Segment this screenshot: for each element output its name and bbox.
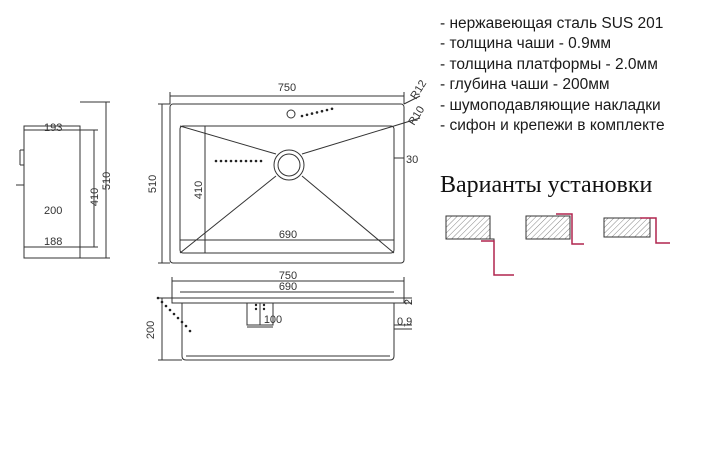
top-dim-30: 30	[406, 154, 418, 166]
spec-item: - толщина чаши - 0.9мм	[440, 35, 612, 53]
front-dim-200: 200	[145, 321, 157, 339]
front-platform	[171, 297, 405, 304]
sink-bowl-outline	[179, 125, 395, 254]
front-dim-690: 690	[279, 281, 297, 293]
side-dim-410: 410	[89, 188, 101, 206]
drain-inner-circle	[277, 153, 301, 177]
install-variant-1-sink-profile	[481, 240, 514, 276]
install-variant-2-sink-profile	[556, 213, 584, 245]
side-view-body	[23, 125, 81, 259]
install-variant-3-sink-profile	[640, 217, 670, 244]
front-dim-0-9: 0,9	[397, 316, 412, 328]
spec-list: - нержавеющая сталь SUS 201 - толщина ча…	[440, 14, 665, 136]
spec-item: - нержавеющая сталь SUS 201	[440, 15, 664, 32]
front-bowl	[181, 303, 395, 361]
top-view	[158, 92, 421, 264]
side-dim-510: 510	[101, 172, 113, 190]
side-dim-200: 200	[44, 205, 62, 217]
top-radius-r12: R12	[408, 78, 429, 101]
front-view-dots	[156, 296, 266, 333]
front-dim-100: 100	[264, 314, 282, 326]
top-dim-690: 690	[279, 229, 297, 241]
top-radius-r10: R10	[406, 104, 427, 127]
front-dim-2: 2	[403, 299, 415, 305]
spec-item: - сифон и крепежи в комплекте	[440, 117, 665, 135]
install-variant-2	[525, 213, 584, 245]
front-dim-750: 750	[279, 270, 297, 282]
top-dim-750: 750	[278, 82, 296, 94]
top-dim-410: 410	[193, 181, 205, 199]
drain-outer-circle	[273, 149, 305, 181]
install-variant-3	[603, 217, 670, 244]
front-view	[158, 277, 412, 361]
install-variant-1	[445, 215, 514, 276]
spec-item: - толщина платформы - 2.0мм	[440, 55, 658, 73]
top-dim-510: 510	[147, 175, 159, 193]
side-dim-188: 188	[44, 236, 62, 248]
faucet-hole	[286, 109, 296, 119]
sink-platform-outline	[169, 103, 405, 264]
side-dim-193: 193	[44, 122, 62, 134]
install-variants-title: Варианты установки	[440, 172, 653, 198]
spec-item: - шумоподавляющие накладки	[440, 96, 661, 114]
side-view	[16, 101, 110, 259]
spec-item: - глубина чаши - 200мм	[440, 76, 610, 94]
top-view-dots	[214, 107, 334, 163]
